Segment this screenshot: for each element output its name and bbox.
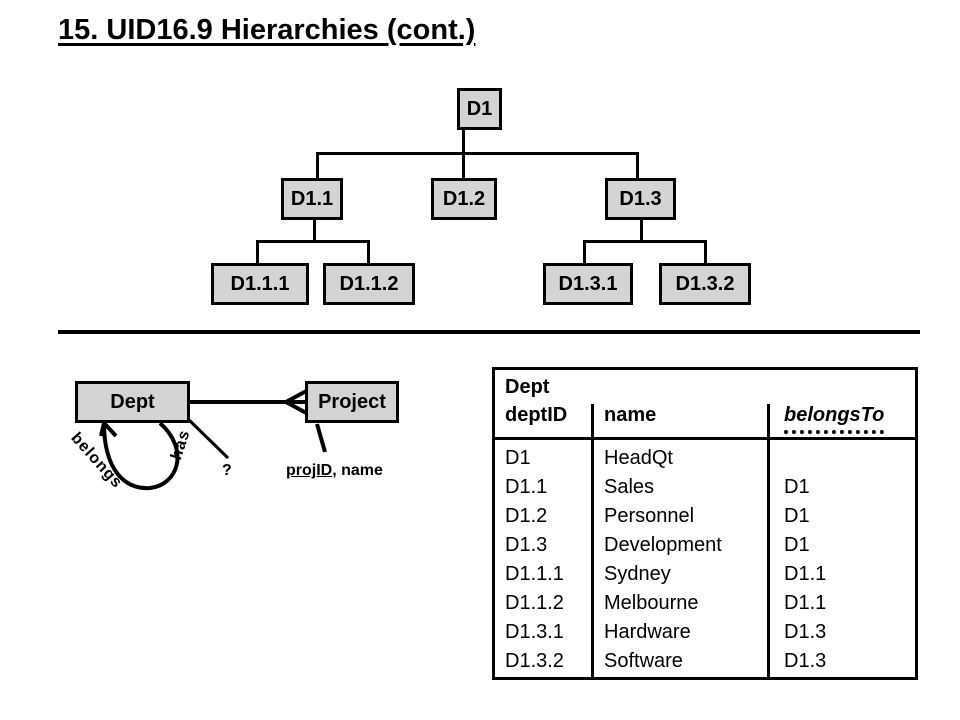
belongs-foot-b — [102, 421, 118, 438]
table-row: D1 HeadQt — [495, 444, 915, 473]
projid-pointer — [315, 423, 327, 453]
cell-belongsto: D1.1 — [784, 563, 827, 585]
table-row: D1.3 Development D1 — [495, 531, 915, 560]
cell-name: Software — [604, 650, 683, 672]
tree-connector — [636, 152, 639, 179]
project-attr: name — [341, 462, 383, 479]
tree-node-level2: D1.3.1 — [543, 263, 633, 305]
cell-name: Melbourne — [604, 592, 699, 614]
tree-node-root: D1 — [457, 88, 502, 130]
entity-dept: Dept — [75, 381, 190, 423]
cell-name: Personnel — [604, 505, 695, 527]
cell-name: HeadQt — [604, 447, 673, 469]
tree-connector — [704, 240, 707, 264]
column-divider — [767, 404, 770, 677]
tree-connector — [462, 152, 465, 179]
slide-title: 15. UID16.9 Hierarchies (cont.) — [58, 14, 476, 46]
tree-connector — [256, 240, 370, 243]
tree-connector — [640, 219, 643, 241]
header-rule — [495, 437, 915, 440]
cell-deptid: D1.1.2 — [505, 592, 564, 614]
tree-connector — [316, 152, 639, 155]
project-attributes: projID, name — [286, 462, 383, 480]
cell-deptid: D1.3 — [505, 534, 548, 556]
cell-deptid: D1.1.1 — [505, 563, 564, 585]
cell-name: Hardware — [604, 621, 691, 643]
rel-has-label: has — [168, 427, 194, 463]
cell-name: Sydney — [604, 563, 671, 585]
project-attr-sep: , — [332, 462, 342, 479]
project-key: projID — [286, 462, 333, 479]
cell-belongsto: D1 — [784, 534, 810, 556]
entity-project: Project — [305, 381, 399, 423]
tree-node-level2: D1.1.1 — [211, 263, 309, 305]
tree-connector — [313, 219, 316, 241]
table-row: D1.1.1 Sydney D1.1 — [495, 560, 915, 589]
tree-node-level2: D1.3.2 — [659, 263, 751, 305]
section-divider — [58, 330, 920, 334]
cell-belongsto: D1.3 — [784, 650, 827, 672]
dept-table: Dept deptID name belongsTo D1 HeadQt D1.… — [492, 367, 918, 680]
has-line — [185, 416, 230, 460]
belongs-foot-a — [99, 422, 106, 437]
rel-belongs-label: belongs — [67, 429, 126, 492]
column-divider — [591, 404, 594, 677]
cell-deptid: D1.1 — [505, 476, 548, 498]
column-header: name — [604, 404, 657, 426]
tree-connector — [316, 152, 319, 179]
cell-belongsto: D1 — [784, 476, 810, 498]
tree-node-level2: D1.1.2 — [323, 263, 415, 305]
cell-belongsto: D1.3 — [784, 621, 827, 643]
table-row: D1.2 Personnel D1 — [495, 502, 915, 531]
column-header: deptID — [505, 404, 568, 426]
table-row: D1.3.2 Software D1.3 — [495, 647, 915, 676]
cell-belongsto: D1.1 — [784, 592, 827, 614]
table-row: D1.1.2 Melbourne D1.1 — [495, 589, 915, 618]
unknown-marker: ? — [222, 462, 232, 479]
tree-connector — [583, 240, 586, 264]
column-header: belongsTo — [784, 404, 885, 434]
cell-deptid: D1.2 — [505, 505, 548, 527]
cell-name: Sales — [604, 476, 655, 498]
tree-connector — [256, 240, 259, 264]
tree-connector — [462, 129, 465, 153]
cell-deptid: D1 — [505, 447, 531, 469]
table-row: D1.3.1 Hardware D1.3 — [495, 618, 915, 647]
tree-connector — [583, 240, 707, 243]
tree-node-level1: D1.3 — [605, 178, 676, 220]
cell-deptid: D1.3.2 — [505, 650, 564, 672]
table-name: Dept — [505, 376, 550, 398]
tree-node-level1: D1.2 — [431, 178, 497, 220]
cell-name: Development — [604, 534, 722, 556]
cell-belongsto: D1 — [784, 505, 810, 527]
table-row: D1.1 Sales D1 — [495, 473, 915, 502]
tree-node-level1: D1.1 — [281, 178, 343, 220]
tree-connector — [367, 240, 370, 264]
cell-deptid: D1.3.1 — [505, 621, 564, 643]
